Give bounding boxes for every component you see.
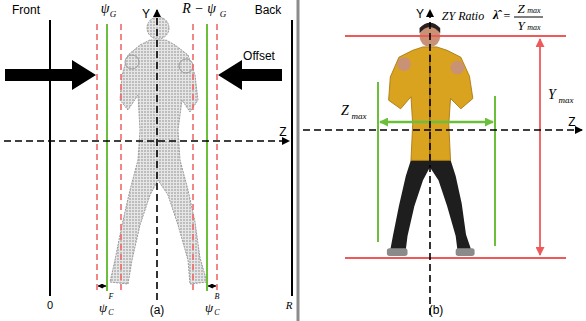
bound-line	[345, 35, 566, 37]
panel-label: (a)	[150, 304, 165, 316]
guide-line	[377, 82, 379, 242]
subscript: G	[220, 10, 227, 19]
subscript: max	[559, 96, 574, 105]
formula-symbol: λ̂	[493, 8, 499, 21]
shoe	[456, 248, 475, 256]
head-cloud	[147, 17, 169, 39]
back-plane	[291, 20, 293, 296]
subscript: G	[110, 10, 117, 19]
shoe	[387, 248, 408, 256]
offset-arrow	[218, 60, 282, 90]
z-axis	[303, 129, 582, 131]
symbol: R − ψ	[182, 2, 216, 16]
bound-line	[192, 24, 194, 291]
bound-line	[216, 24, 218, 291]
symbol: ψ	[99, 301, 107, 314]
dimension-label: Z	[341, 104, 349, 118]
symbol: ψ	[205, 301, 213, 314]
superscript: B	[215, 293, 220, 301]
plane-label: Back	[255, 4, 282, 16]
subscript: C	[214, 309, 219, 317]
offset-arrow	[5, 60, 96, 90]
bound-line	[96, 24, 98, 291]
axis-label: Z	[279, 126, 286, 138]
bound-line	[345, 257, 566, 259]
clearance-arrow	[208, 286, 216, 287]
tick-label: 0	[47, 300, 53, 311]
formula-symbol: Z	[517, 2, 524, 15]
arrow-label: Offset	[243, 50, 275, 62]
tick-label: R	[286, 300, 293, 311]
superscript: F	[109, 293, 114, 301]
fist	[397, 57, 411, 71]
axis-label: Y	[416, 8, 424, 20]
guide-line	[206, 24, 208, 291]
height-arrow	[539, 39, 541, 255]
z-axis	[4, 140, 289, 142]
formula-symbol: Y	[517, 19, 524, 32]
fraction-bar	[514, 17, 543, 18]
fist	[451, 61, 465, 75]
clearance-arrow	[98, 286, 106, 287]
front-plane	[49, 20, 51, 296]
plane-label: Front	[12, 4, 40, 16]
formula-text: ZY Ratio	[442, 10, 484, 22]
dimension-label: Y	[548, 88, 556, 102]
bound-line	[120, 24, 122, 291]
y-axis	[156, 10, 158, 300]
axis-label: Y	[142, 8, 150, 20]
symbol: ψ	[101, 2, 110, 16]
formula-symbol: =	[504, 10, 511, 22]
panel-divider	[297, 0, 300, 321]
guide-line	[494, 96, 496, 246]
axis-label: Z	[568, 116, 575, 128]
y-axis	[429, 10, 431, 315]
subscript: max	[352, 112, 367, 121]
guide-line	[106, 24, 108, 291]
panel-label: (b)	[429, 304, 444, 316]
subscript: max	[527, 7, 540, 15]
fist-cloud	[125, 55, 139, 69]
width-arrow	[380, 121, 493, 124]
subscript: C	[108, 309, 113, 317]
subscript: max	[527, 24, 540, 32]
fist-cloud	[179, 59, 193, 73]
